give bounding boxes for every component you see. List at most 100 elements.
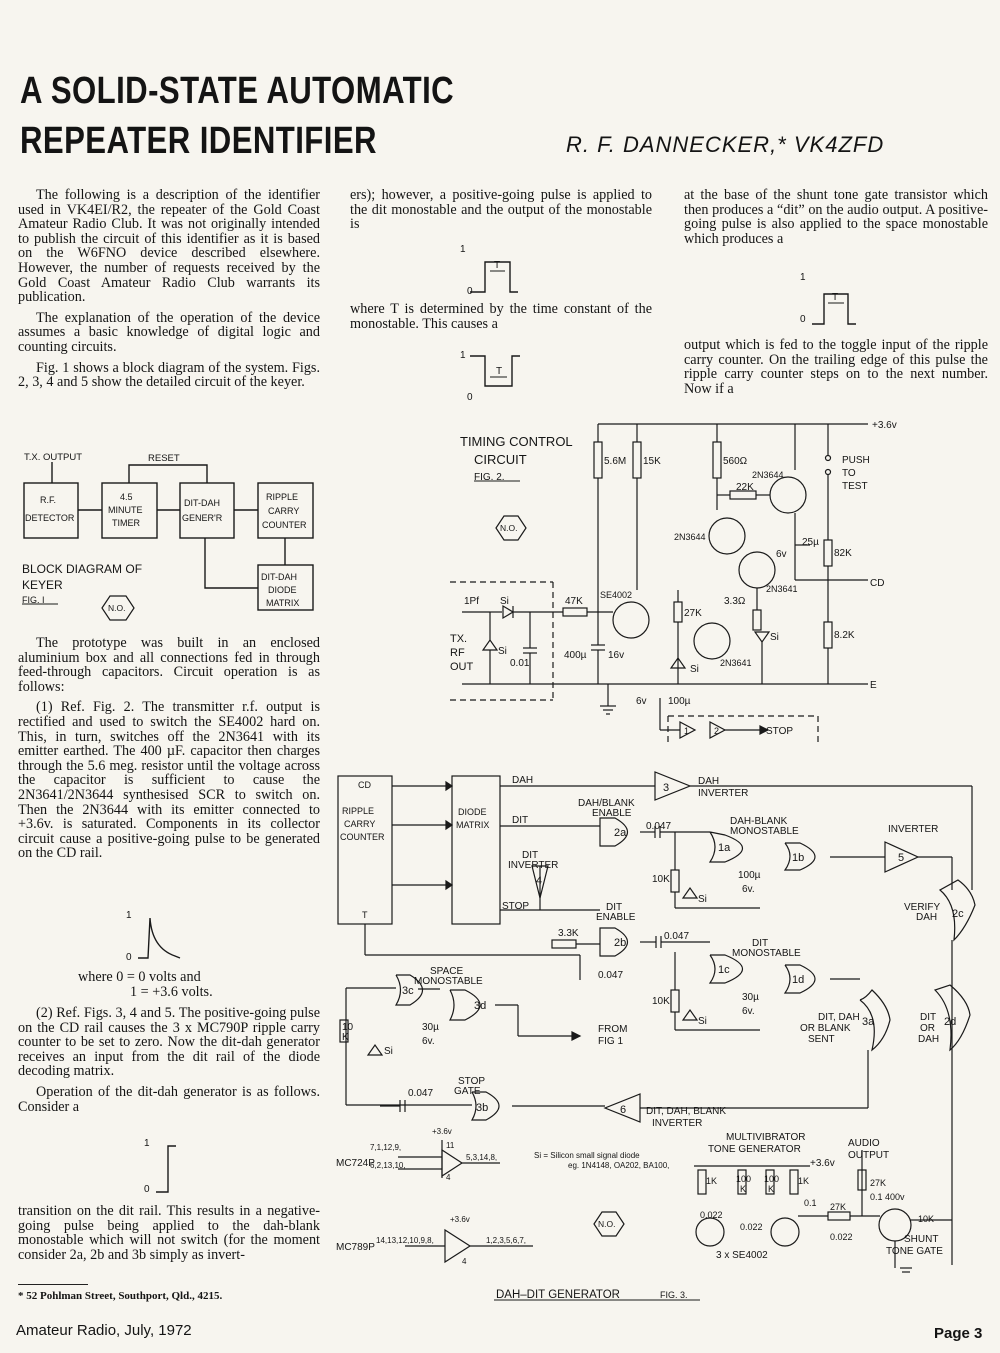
label: 1: [144, 1138, 150, 1149]
label: MULTIVIBRATOR: [726, 1132, 805, 1143]
label: 100: [764, 1174, 779, 1184]
label: OUTPUT: [848, 1150, 889, 1161]
author-byline: R. F. DANNECKER,* VK4ZFD: [566, 132, 885, 157]
column-3-middle: output which is fed to the toggle input …: [684, 338, 988, 402]
label: 10K: [652, 874, 670, 885]
label: 8.2K: [834, 630, 855, 641]
column-1-top: The following is a description of the id…: [18, 188, 320, 396]
label: 10K: [652, 996, 670, 1007]
label: DIODE: [268, 585, 297, 595]
paragraph: Fig. 1 shows a block diagram of the syst…: [18, 359, 320, 391]
label: 1,2,3,5,6,7,: [486, 1236, 526, 1245]
label: K: [740, 1184, 746, 1194]
label: 11: [446, 1141, 455, 1150]
label: DAH: [698, 776, 719, 787]
label: 100: [736, 1174, 751, 1184]
label: 1Pf: [464, 596, 479, 607]
label: DAH-BLANK: [730, 816, 788, 827]
label: DIT-DAH: [184, 498, 220, 508]
paragraph: at the base of the shunt tone gate trans…: [684, 187, 988, 247]
label: TEST: [842, 481, 868, 492]
label: 5,3,14,8,: [466, 1153, 497, 1162]
label: +3.6v: [872, 420, 897, 431]
label: Si: [690, 664, 699, 675]
label: INVERTER: [652, 1118, 702, 1129]
label: 1K: [798, 1176, 809, 1186]
gate-label: 3: [663, 782, 669, 794]
label: DIT: [606, 902, 622, 913]
label: +3.6v: [810, 1158, 835, 1169]
label: 3 x SE4002: [716, 1250, 768, 1261]
label: Si = Silicon small signal diode: [534, 1151, 640, 1160]
label: DIT-DAH: [261, 572, 297, 582]
paragraph: The prototype was built in an enclosed a…: [18, 635, 320, 695]
column-1-bottom: transition on the dit rail. This results…: [18, 1204, 320, 1268]
label: MC724P: [336, 1158, 375, 1169]
label: ENABLE: [596, 912, 636, 923]
label: PUSH: [842, 455, 870, 466]
label: 0.022: [700, 1210, 723, 1220]
figure-labels: 1 0 T 1 0 T 1 0 T 1 0 1 0 T.X. OUTPUT RE…: [22, 244, 964, 1301]
label: 10K: [918, 1214, 934, 1224]
label: VERIFY: [904, 902, 940, 913]
label: 3.3Ω: [724, 596, 746, 607]
paragraph: (1) Ref. Fig. 2. The transmitter r.f. ou…: [18, 699, 320, 862]
label: GENER'R: [182, 513, 223, 523]
label: 0.047: [598, 970, 623, 981]
label: FIG. I: [22, 595, 45, 605]
label: SPACE: [430, 966, 463, 977]
label: Si: [384, 1046, 393, 1057]
label: eg. 1N4148, OA202, BA100,: [568, 1161, 669, 1170]
label: FROM: [598, 1024, 627, 1035]
label: 2N3644: [674, 532, 706, 542]
footnote-rule: [18, 1284, 88, 1285]
label: MONOSTABLE: [730, 826, 799, 837]
label: FIG 1: [598, 1036, 623, 1047]
label: INVERTER: [888, 824, 938, 835]
label: SE4002: [600, 590, 632, 600]
label: MC789P: [336, 1242, 375, 1253]
label: 27K: [870, 1178, 886, 1188]
label: Si: [698, 1016, 707, 1027]
label: FIG. 3.: [660, 1290, 688, 1300]
label: 6,2,13,10,: [370, 1161, 406, 1170]
label: TONE GENERATOR: [708, 1144, 801, 1155]
label: 2: [714, 726, 719, 736]
label: 2N3644: [752, 470, 784, 480]
label: +3.6v: [432, 1127, 452, 1136]
label: TONE GATE: [886, 1246, 943, 1257]
label: 6v: [776, 549, 787, 560]
label: 0.1 400v: [870, 1192, 905, 1202]
gate-label: 5: [898, 852, 904, 864]
gate-label: 1a: [718, 842, 731, 854]
block-diagram-fig1: [23, 462, 314, 621]
label: STOP: [502, 901, 529, 912]
label: 0.047: [408, 1088, 433, 1099]
label: SHUNT: [904, 1234, 938, 1245]
where-line-1: where 0 = 0 volts and: [78, 969, 201, 985]
label: 0.01: [510, 658, 530, 669]
paragraph: ers); however, a positive-going pulse is…: [350, 187, 652, 233]
gate-label: 2a: [614, 827, 627, 839]
label: DAH/BLANK: [578, 798, 635, 809]
label: 16v: [608, 650, 624, 661]
column-3-top: at the base of the shunt tone gate trans…: [684, 188, 988, 252]
gate-label: 3c: [402, 985, 414, 997]
label: 6v.: [742, 884, 755, 895]
label: 4: [462, 1257, 467, 1266]
paragraph: The following is a description of the id…: [18, 187, 320, 306]
label: OUT: [450, 661, 474, 673]
label: Si: [770, 632, 779, 643]
label: OR BLANK: [800, 1023, 851, 1034]
column-1-lower: (2) Ref. Figs. 3, 4 and 5. The positive-…: [18, 1006, 320, 1120]
label: 100µ: [738, 870, 761, 881]
label: 82K: [834, 548, 852, 559]
label: TX.: [450, 633, 467, 645]
gate-label: 2d: [944, 1016, 956, 1028]
figure-caption: DAH–DIT GENERATOR: [496, 1289, 620, 1301]
label: TO: [842, 468, 856, 479]
step-waveform: [156, 1145, 176, 1193]
label: FIG. 2.: [474, 472, 505, 483]
label: DIT, DAH, BLANK: [646, 1106, 726, 1117]
